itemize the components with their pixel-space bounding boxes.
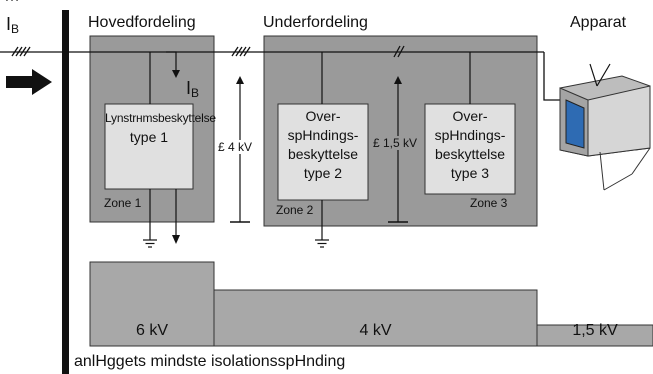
device-line <box>543 52 560 101</box>
title-sub-distribution: Underfordeling <box>263 14 368 31</box>
zone1-label: Zone 1 <box>104 196 142 210</box>
current-subscript: B <box>11 22 20 36</box>
v1-indicator-arrow <box>236 76 244 84</box>
voltage-limit-4kv: £ 4 kV <box>217 140 254 154</box>
bar-6kv <box>89 261 215 347</box>
main-bar <box>62 10 69 374</box>
current-subscript: B <box>191 86 200 100</box>
protector1-box <box>104 103 194 190</box>
current-arrow-head <box>172 70 180 78</box>
current-label-zone1: IB <box>186 78 199 100</box>
zone2-label: Zone 2 <box>276 203 314 217</box>
current-label-left: IB <box>6 14 19 36</box>
v2-indicator-arrow <box>394 76 402 84</box>
voltage-limit-1-5kv: £ 1,5 kV <box>372 136 419 150</box>
protector1-label: Lynstrнmsbeskyttelse type 1 <box>105 111 216 145</box>
bar-4kv <box>213 289 538 347</box>
current-arrow-line <box>166 51 177 72</box>
current-symbol: I <box>186 78 192 98</box>
title-main-distribution: Hovedfordeling <box>88 14 196 31</box>
protector2-box <box>277 103 369 201</box>
earth-symbol-1 <box>143 239 157 248</box>
bar-label-4kv: 4 kV <box>359 322 392 339</box>
earth-symbol-2 <box>315 239 329 248</box>
monitor-icon <box>559 63 651 191</box>
title-device: Apparat <box>570 14 627 31</box>
current-symbol: I <box>6 14 12 34</box>
bar-1-5kv <box>536 324 653 347</box>
footer-caption: anlHggets mindste isolationsspHnding <box>74 353 346 370</box>
incoming-arrow <box>6 69 52 95</box>
discharge-arrow-head <box>172 235 180 244</box>
bar-label-1-5kv: 1,5 kV <box>572 322 618 339</box>
bar-label-6kv: 6 kV <box>135 322 168 339</box>
zone3-label: Zone 3 <box>470 196 508 210</box>
protector3-box <box>424 103 516 195</box>
protector2-label: Over- spHndings- beskyttelse type 2 <box>287 108 359 181</box>
hatch-marks <box>11 45 405 58</box>
clipped-top-text: … <box>4 0 20 6</box>
protector3-label: Over- spHndings- beskyttelse type 3 <box>434 108 506 181</box>
